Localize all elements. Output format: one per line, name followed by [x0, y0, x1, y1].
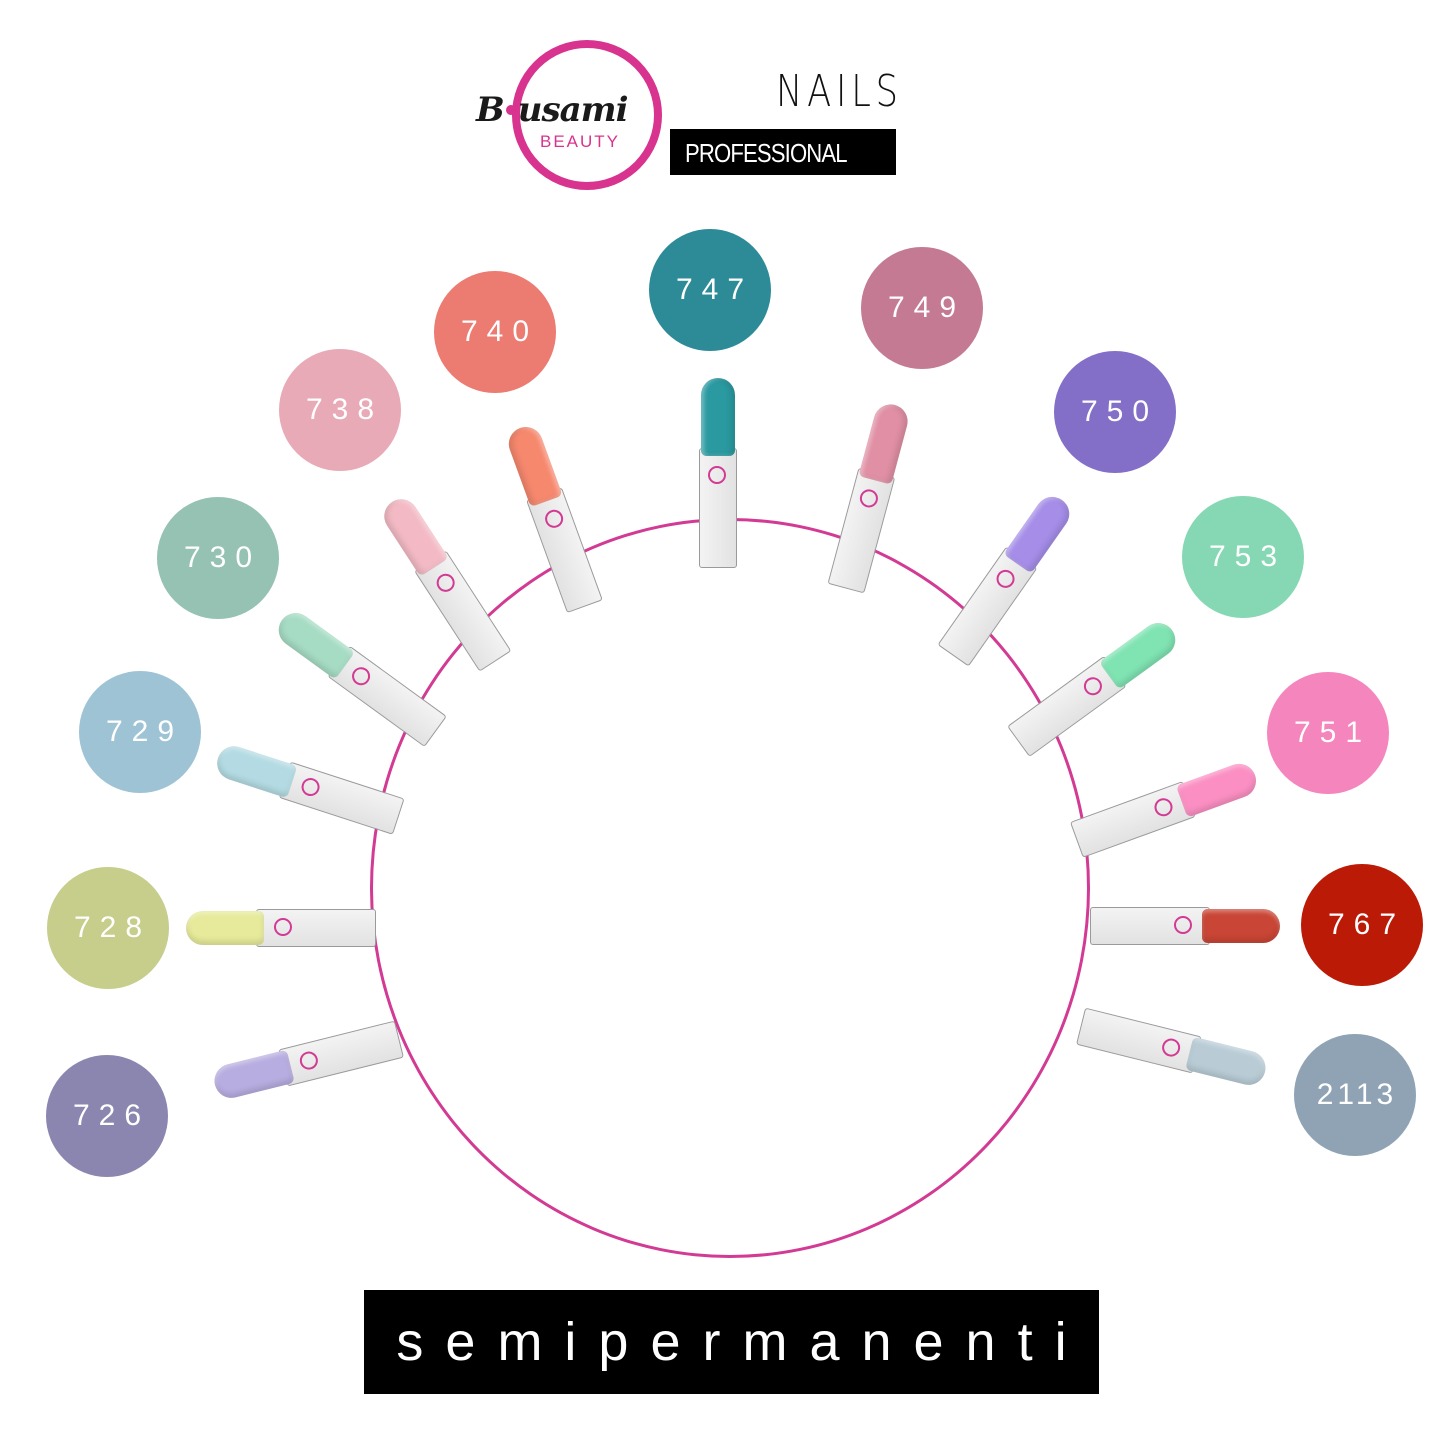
brand-name-prefix: B [476, 90, 505, 130]
nail-color-sample [1003, 490, 1076, 574]
nail-color-sample [1098, 616, 1182, 690]
color-swatch-749: 749 [861, 247, 983, 369]
brand-name-suffix: usami [517, 90, 629, 130]
nail-color-sample [377, 492, 449, 577]
sample-stick [1090, 907, 1210, 945]
stick-logo-icon [1174, 916, 1192, 934]
swatch-code: 751 [1293, 716, 1372, 749]
color-swatch-740: 740 [434, 271, 556, 393]
nail-color-sample [701, 378, 735, 456]
swatch-code: 730 [183, 541, 262, 574]
nail-color-sample [1175, 759, 1261, 818]
color-swatch-738: 738 [279, 349, 401, 471]
color-swatch-728: 728 [47, 867, 169, 989]
color-swatch-730: 730 [157, 497, 279, 619]
color-swatch-729: 729 [79, 671, 201, 793]
category-label: semipermanenti [396, 1312, 1089, 1372]
color-swatch-751: 751 [1267, 672, 1389, 794]
swatch-code: 747 [675, 273, 754, 306]
category-banner: semipermanenti [364, 1290, 1099, 1394]
color-swatch-747: 747 [649, 229, 771, 351]
nail-color-sample [504, 422, 563, 508]
brand-sub-name: BEAUTY [540, 132, 621, 151]
nail-color-sample [210, 1049, 295, 1102]
color-swatch-767: 767 [1301, 864, 1423, 986]
swatch-code: 740 [460, 315, 539, 348]
color-swatch-2113: 2113 [1294, 1034, 1416, 1156]
swatch-code: 738 [305, 393, 384, 426]
logo-dot-icon [505, 105, 516, 115]
nail-color-sample [1202, 909, 1280, 943]
swatch-code: 726 [72, 1099, 151, 1132]
nail-color-sample [858, 400, 912, 485]
swatch-code: 728 [73, 911, 152, 944]
nail-color-sample [272, 606, 356, 680]
product-line-title: NAILS [776, 66, 903, 117]
stick-logo-icon [274, 918, 292, 936]
swatch-code: 749 [887, 291, 966, 324]
sample-stick [278, 761, 405, 835]
color-swatch-726: 726 [46, 1055, 168, 1177]
swatch-code: 753 [1208, 540, 1287, 573]
nail-color-sample [1185, 1036, 1270, 1089]
sample-stick [1076, 1007, 1202, 1074]
nail-color-sample [186, 911, 264, 945]
color-swatch-753: 753 [1182, 496, 1304, 618]
swatch-code: 2113 [1316, 1078, 1398, 1111]
tagline: PROFESSIONAL [685, 138, 848, 168]
logo-ring-icon [512, 40, 662, 190]
nail-color-sample [212, 741, 298, 799]
color-swatch-750: 750 [1054, 351, 1176, 473]
swatch-code: 729 [105, 715, 184, 748]
sample-stick [1069, 781, 1196, 858]
swatch-code: 750 [1080, 395, 1159, 428]
tagline-bar [670, 129, 896, 175]
sample-stick [278, 1020, 404, 1087]
swatch-code: 767 [1327, 908, 1406, 941]
stick-logo-icon [708, 466, 726, 484]
